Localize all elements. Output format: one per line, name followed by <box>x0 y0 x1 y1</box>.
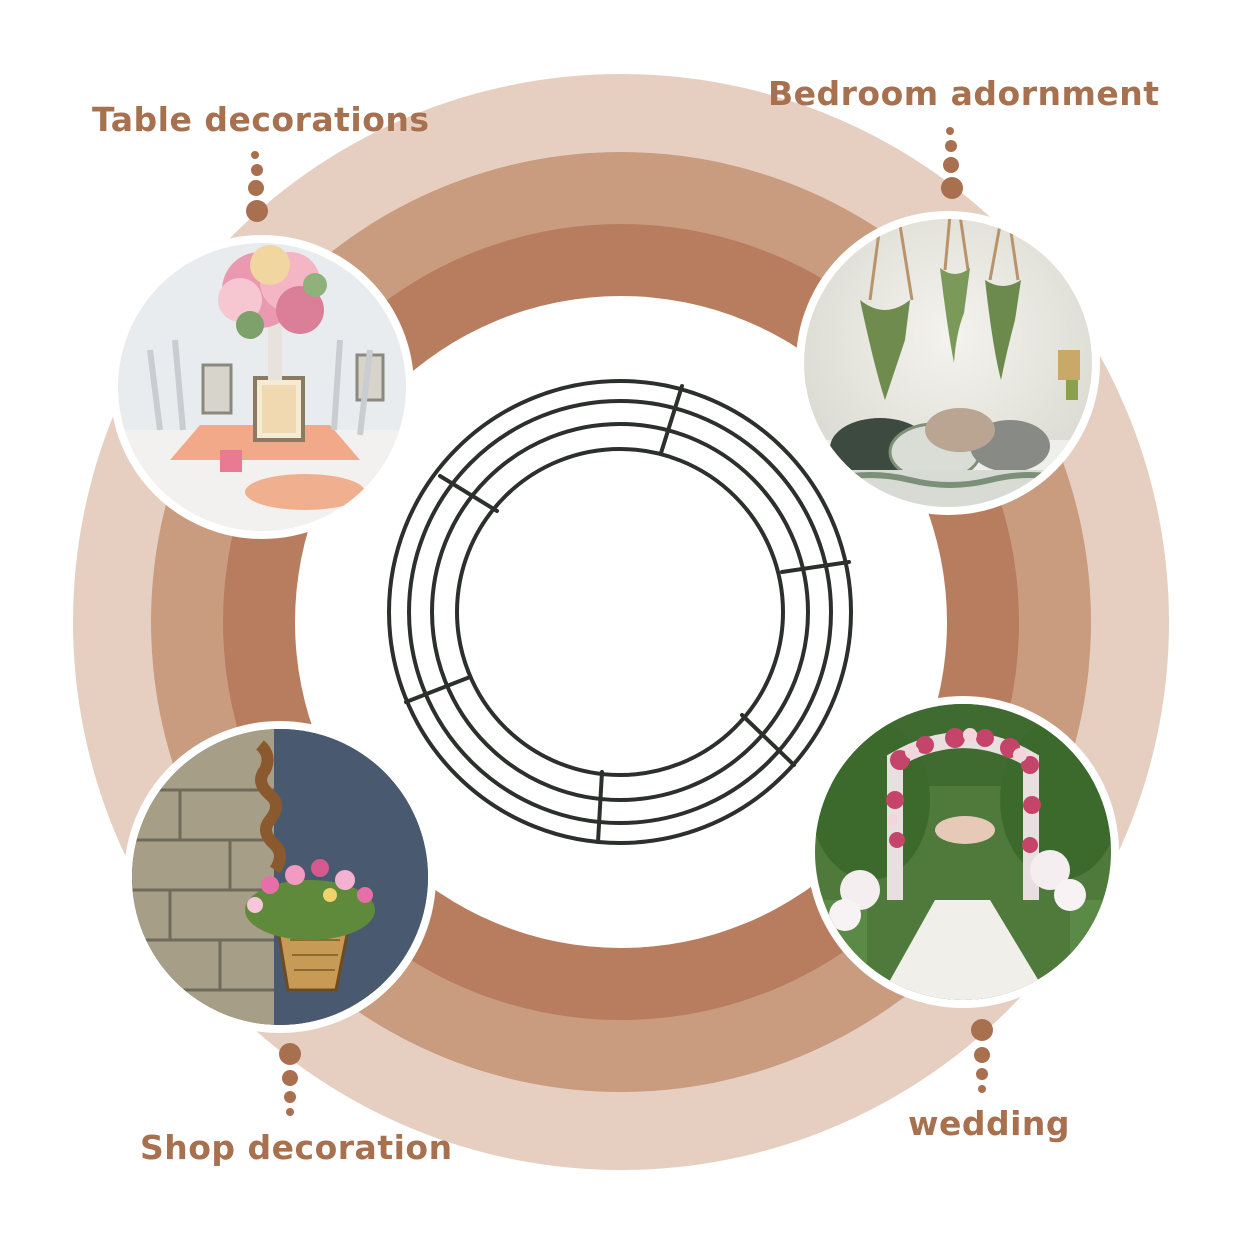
label-bedroom-adornment: Bedroom adornment <box>768 74 1160 113</box>
dots-wedding <box>971 1019 993 1093</box>
wire-wreath-frame-icon <box>387 379 853 845</box>
label-wedding: wedding <box>908 1104 1071 1143</box>
ring-center <box>295 296 947 948</box>
label-shop-decoration: Shop decoration <box>140 1128 453 1167</box>
label-table-decorations: Table decorations <box>92 100 430 139</box>
dots-bedroom <box>941 127 963 199</box>
table-centerpiece-photo <box>110 235 414 539</box>
dots-shop <box>279 1043 301 1116</box>
hanging-plants-photo <box>796 211 1100 515</box>
dots-table <box>246 151 268 222</box>
